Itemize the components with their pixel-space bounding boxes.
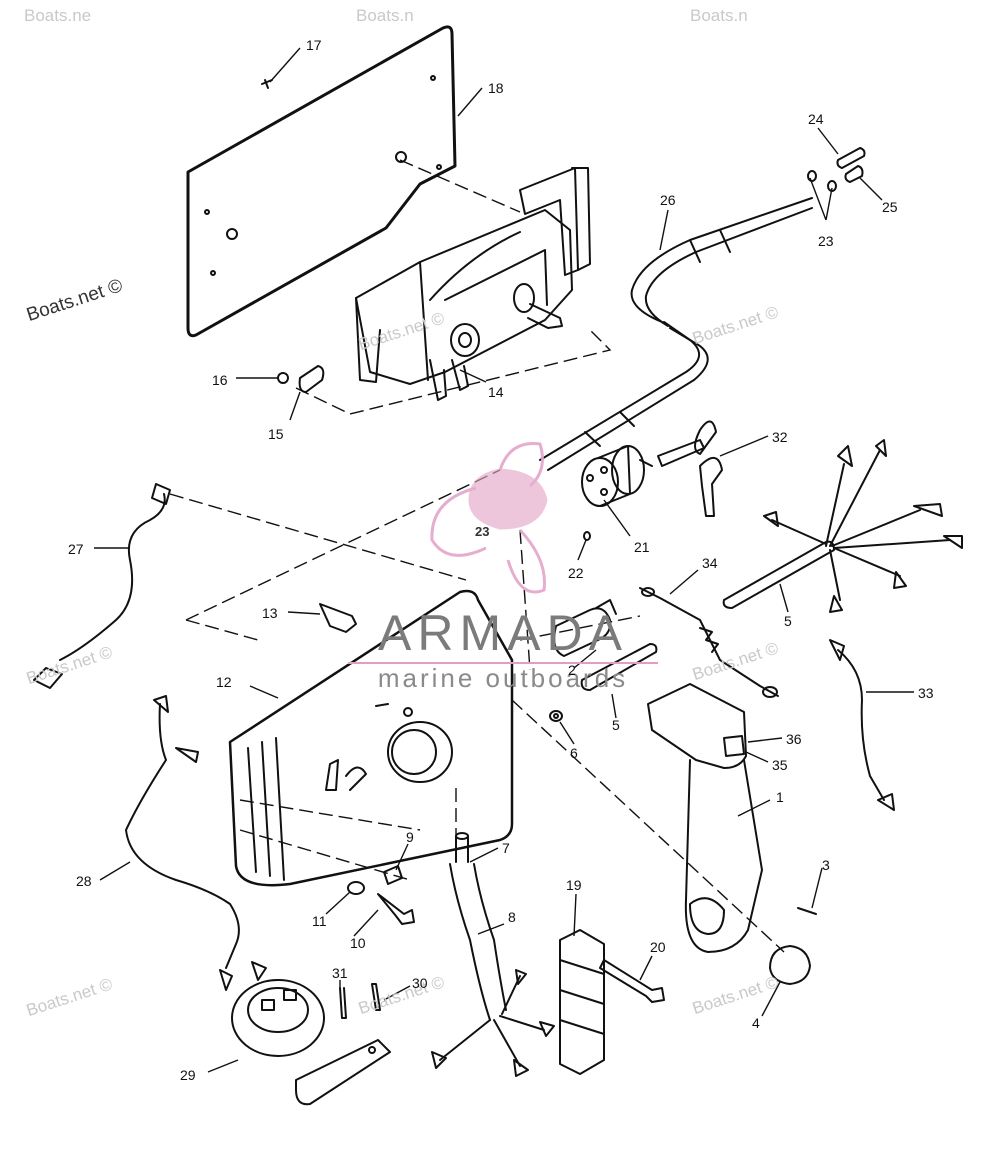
part-number-label: 12 bbox=[216, 674, 232, 690]
control-mechanism bbox=[355, 167, 591, 401]
ignition-switch bbox=[581, 445, 653, 507]
part-number-label: 25 bbox=[882, 199, 898, 215]
watermark-text: Boats.ne bbox=[24, 6, 92, 25]
part-number-label: 2 bbox=[568, 662, 576, 678]
part-number-label: 35 bbox=[772, 757, 788, 773]
pin-25 bbox=[844, 165, 864, 183]
washer-11 bbox=[347, 881, 365, 895]
plate-hole bbox=[395, 151, 407, 163]
throttle-cables bbox=[539, 197, 813, 471]
nut-16 bbox=[277, 372, 289, 384]
washer-6 bbox=[549, 710, 563, 722]
control-box-housing bbox=[228, 589, 514, 887]
part-number-label: 36 bbox=[786, 731, 802, 747]
part-number-label: 5 bbox=[612, 717, 620, 733]
part-number-label: 34 bbox=[702, 555, 718, 571]
bolt-9 bbox=[383, 865, 403, 885]
brand-name: ARMADA bbox=[378, 605, 628, 661]
part-number-label: 17 bbox=[306, 37, 322, 53]
bolt-20 bbox=[599, 959, 665, 1003]
wiring-harness bbox=[722, 439, 963, 613]
cable-8 bbox=[431, 832, 555, 1077]
part-number-label: 26 bbox=[660, 192, 676, 208]
pin-24 bbox=[836, 147, 866, 169]
horn-29 bbox=[231, 979, 391, 1106]
plate-hole bbox=[204, 209, 210, 215]
plate-hole bbox=[210, 270, 216, 276]
tube-5 bbox=[580, 643, 658, 691]
watermark-text: Boats.n bbox=[356, 6, 414, 25]
mounting-plate bbox=[186, 25, 457, 338]
part-number-label: 11 bbox=[312, 913, 327, 929]
part-number-label: 22 bbox=[568, 565, 584, 581]
clip-23a bbox=[807, 170, 817, 182]
part-number-label: 9 bbox=[406, 829, 414, 845]
safety-clip-34 bbox=[639, 587, 779, 698]
control-handle bbox=[647, 683, 763, 953]
screw-30 bbox=[371, 983, 381, 1011]
wire-28 bbox=[125, 695, 267, 991]
part-number-label: 28 bbox=[76, 873, 92, 889]
brand-badge-number: 23 bbox=[475, 524, 490, 539]
bolt-10 bbox=[377, 893, 415, 925]
wire-33 bbox=[829, 639, 895, 811]
part-number-label: 3 bbox=[822, 857, 830, 873]
part-number-label: 14 bbox=[488, 384, 504, 400]
bracket-13 bbox=[319, 603, 357, 633]
wire-27 bbox=[33, 483, 171, 689]
plate-hole bbox=[436, 164, 442, 170]
connector-2 bbox=[553, 599, 617, 657]
part-number-label: 13 bbox=[262, 605, 278, 621]
part-number-label: 16 bbox=[212, 372, 228, 388]
part-number-label: 30 bbox=[412, 975, 428, 991]
ignition-keys bbox=[657, 420, 723, 517]
plate-hole bbox=[430, 75, 436, 81]
part-number-label: 7 bbox=[502, 840, 510, 856]
screw-31 bbox=[339, 987, 347, 1019]
part-number-label: 18 bbox=[488, 80, 504, 96]
part-number-label: 33 bbox=[918, 685, 934, 701]
terminal-block bbox=[559, 929, 605, 1075]
part-number-label: 19 bbox=[566, 877, 582, 893]
part-number-label: 31 bbox=[332, 965, 348, 981]
part-number-label: 29 bbox=[180, 1067, 196, 1083]
part-number-label: 23 bbox=[818, 233, 834, 249]
brand-watermark: ARMADA marine outboards bbox=[348, 606, 658, 692]
part-number-label: 6 bbox=[570, 745, 578, 761]
watermark-text: Boats.n bbox=[690, 6, 748, 25]
part-number-label: 8 bbox=[508, 909, 516, 925]
part-number-label: 5 bbox=[784, 613, 792, 629]
part-number-label: 20 bbox=[650, 939, 666, 955]
plate-hole bbox=[226, 228, 238, 240]
part-number-label: 27 bbox=[68, 541, 84, 557]
propeller-logo bbox=[430, 442, 548, 594]
part-number-label: 24 bbox=[808, 111, 824, 127]
part-number-label: 4 bbox=[752, 1015, 760, 1031]
part-number-label: 21 bbox=[634, 539, 650, 555]
brand-tagline: marine outboards bbox=[348, 662, 658, 692]
part-number-label: 10 bbox=[350, 935, 366, 951]
pin-3 bbox=[797, 907, 817, 915]
part-number-label: 15 bbox=[268, 426, 284, 442]
part-number-label: 1 bbox=[776, 789, 784, 805]
bracket-15 bbox=[298, 365, 325, 393]
part-number-label: 32 bbox=[772, 429, 788, 445]
nut-22 bbox=[583, 531, 591, 541]
